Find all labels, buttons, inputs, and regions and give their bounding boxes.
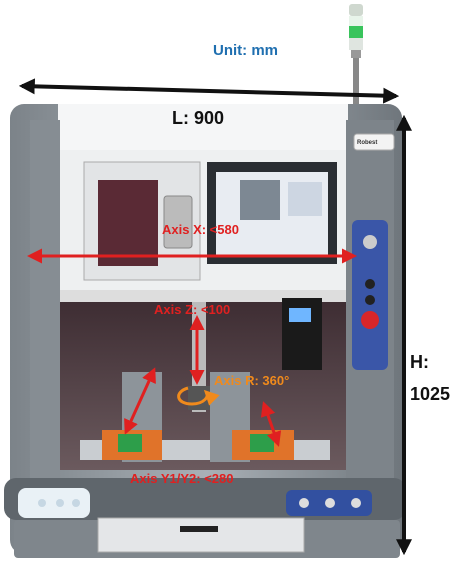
axis-r-rotation-arrow bbox=[177, 386, 220, 406]
axis-y-label: Axis Y1/Y2: <280 bbox=[130, 471, 234, 486]
axis-x-label: Axis X: <580 bbox=[162, 222, 239, 237]
axis-y2-arrow bbox=[260, 401, 282, 447]
signal-light-tower bbox=[349, 4, 363, 106]
axis-z-label: Axis Z: <100 bbox=[154, 302, 231, 317]
length-dimension-arrow bbox=[18, 78, 400, 104]
axis-y1-arrow bbox=[124, 367, 156, 435]
height-key-label: H: bbox=[410, 352, 429, 372]
height-value-label: 1025 bbox=[410, 384, 451, 404]
machine-base bbox=[4, 478, 406, 558]
touch-screen bbox=[207, 162, 337, 264]
axis-r-label: Axis R: 360° bbox=[214, 373, 290, 388]
unit-label: Unit: mm bbox=[213, 42, 278, 59]
control-panel bbox=[352, 220, 388, 370]
brand-label: Robest bbox=[357, 140, 378, 146]
brand-plate bbox=[353, 133, 395, 151]
front-door-window bbox=[83, 161, 201, 281]
length-label: L: 900 bbox=[172, 108, 225, 128]
